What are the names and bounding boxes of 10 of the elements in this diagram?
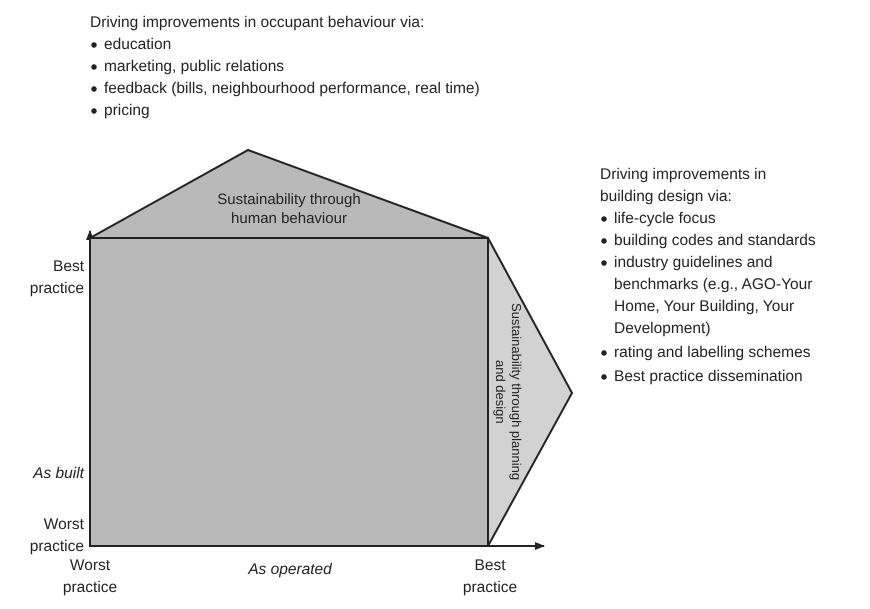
axis-label: Best practice — [28, 257, 84, 299]
axis-title: As operated — [246, 560, 333, 580]
axis-title: As built — [32, 464, 84, 484]
heading-text: Driving improvements in building design via: — [600, 165, 768, 207]
axis-label: Best practice — [462, 556, 518, 598]
heading-text: Driving improvements in occupant behaviour via: — [90, 13, 424, 33]
axis-label: Worst practice — [62, 556, 118, 598]
shape-label: Sustainability through human behaviour — [216, 190, 362, 228]
shape-label: Sustainability through planning and design — [492, 302, 524, 483]
axis-label: Worst practice — [28, 515, 84, 557]
